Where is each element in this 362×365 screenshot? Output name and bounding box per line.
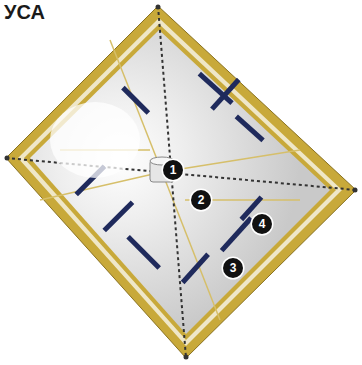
sail-band-inner [24,24,336,340]
callout-number: 2 [191,190,211,210]
title: УСА [4,1,45,24]
tip-masses [5,5,358,360]
sail-border [6,6,356,358]
callout-number: 4 [252,214,272,234]
callout-number: 1 [163,160,183,180]
sun-glare [50,102,140,178]
tether-lines [6,6,356,358]
callout-number: 3 [223,258,243,278]
membrane-lines [40,40,300,320]
sail-band [18,18,342,346]
